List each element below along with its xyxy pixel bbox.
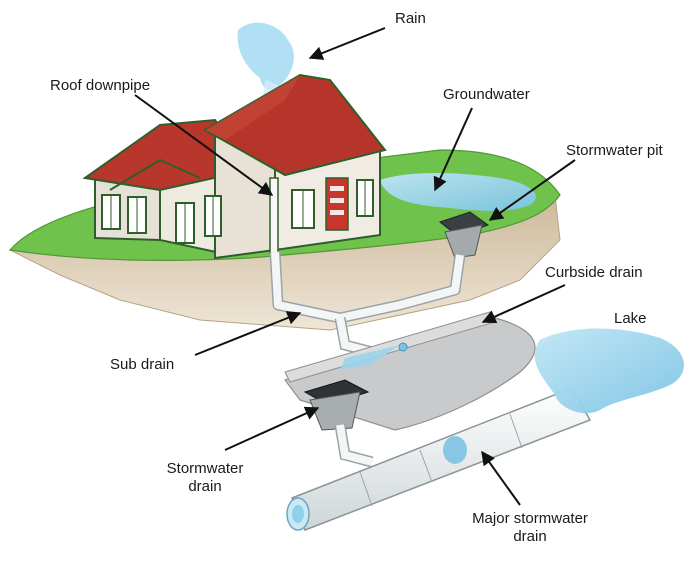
- stormwater-drain: [303, 379, 374, 468]
- label-major-stormwater-drain: Major stormwater drain: [450, 510, 610, 546]
- lake: [534, 328, 684, 414]
- label-stormwater-drain-line1: Stormwater: [166, 460, 244, 477]
- label-major-stormwater-drain-line1: Major stormwater: [472, 510, 588, 527]
- major-stormwater-pipe: [286, 387, 592, 531]
- label-major-stormwater-drain-line2: drain: [513, 528, 547, 545]
- label-lake: Lake: [614, 310, 647, 327]
- leader-lines: [134, 27, 576, 506]
- front-door: [325, 177, 349, 231]
- house: [82, 73, 387, 260]
- label-curbside-drain: Curbside drain: [545, 264, 643, 281]
- label-rain: Rain: [395, 10, 426, 27]
- label-stormwater-drain: Stormwater drain: [145, 460, 265, 496]
- label-stormwater-pit: Stormwater pit: [566, 142, 663, 159]
- rain-cloud-icon: [237, 22, 294, 90]
- stormwater-pit: [438, 211, 490, 259]
- label-roof-downpipe: Roof downpipe: [50, 77, 151, 94]
- label-stormwater-drain-line2: drain: [188, 478, 222, 495]
- roof-downpipe: [269, 177, 279, 254]
- label-groundwater: Groundwater: [443, 86, 530, 103]
- label-sub-drain: Sub drain: [110, 356, 175, 373]
- groundwater-pond: [380, 173, 536, 211]
